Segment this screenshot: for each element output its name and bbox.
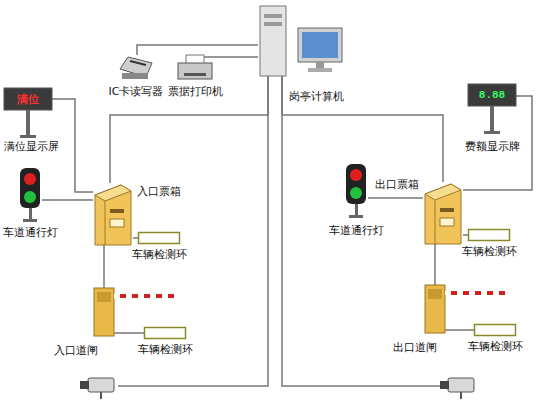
device-icon [468, 229, 510, 241]
display-text: 8.88 [479, 89, 505, 102]
device-label: 车辆检测环 [132, 248, 187, 261]
device-label: IC卡读写器 [109, 85, 164, 98]
signal-wire [133, 237, 138, 239]
device-node: 车道通行灯 [344, 164, 368, 204]
device-label: 入口票箱 [137, 185, 181, 198]
signal-wire [114, 332, 144, 334]
display-text: 满位 [17, 93, 39, 106]
device-node: 车辆检测环 [468, 229, 510, 241]
device-node: 出口票箱 [423, 182, 463, 244]
device-label: 入口道闸 [54, 344, 98, 357]
device-node: 出口道闸 [425, 285, 445, 333]
signal-wire [445, 329, 474, 331]
device-node: 车道通行灯 [18, 168, 42, 208]
device-icon [258, 6, 346, 76]
device-label: 出口道闸 [393, 341, 437, 354]
camera-wire [118, 76, 268, 386]
device-icon [423, 182, 463, 244]
camera-wire [282, 76, 444, 386]
signal-wire [463, 234, 468, 236]
device-node: 车辆检测环 [474, 324, 516, 336]
device-icon [94, 288, 114, 336]
device-icon [474, 324, 516, 336]
device-label: 车辆检测环 [468, 340, 523, 353]
device-node: 车辆检测环 [144, 327, 186, 339]
device-node: 岗亭计算机 [258, 6, 346, 76]
device-label: 出口票箱 [375, 178, 419, 191]
device-icon [93, 183, 133, 245]
signal-wire [42, 199, 93, 201]
device-icon [18, 168, 42, 208]
device-label: 岗亭计算机 [289, 90, 344, 103]
device-icon [425, 285, 445, 333]
signal-wire [434, 244, 436, 285]
device-label: 车辆检测环 [138, 343, 193, 356]
device-label: 满位显示屏 [4, 140, 59, 153]
device-label: 票据打印机 [168, 85, 223, 98]
device-node: IC卡读写器 [118, 55, 154, 81]
device-node: 入口票箱 [93, 183, 133, 245]
device-icon [118, 55, 154, 81]
device-icon [176, 55, 214, 81]
device-label: 车辆检测环 [462, 245, 517, 258]
device-label: 车道通行灯 [329, 224, 384, 237]
device-node: 车辆检测环 [138, 232, 180, 244]
camera-icon [440, 378, 474, 399]
camera-icon [80, 378, 114, 399]
device-icon [138, 232, 180, 244]
signal-wire [368, 197, 423, 199]
device-icon [144, 327, 186, 339]
device-label: 费额显示牌 [465, 140, 520, 153]
device-label: 车道通行灯 [3, 226, 58, 239]
device-node: 入口道闸 [94, 288, 114, 336]
device-node: 票据打印机 [176, 55, 214, 81]
signal-wire [137, 45, 258, 55]
signal-wire [103, 245, 105, 288]
device-icon [344, 164, 368, 204]
signal-wire [463, 96, 532, 190]
